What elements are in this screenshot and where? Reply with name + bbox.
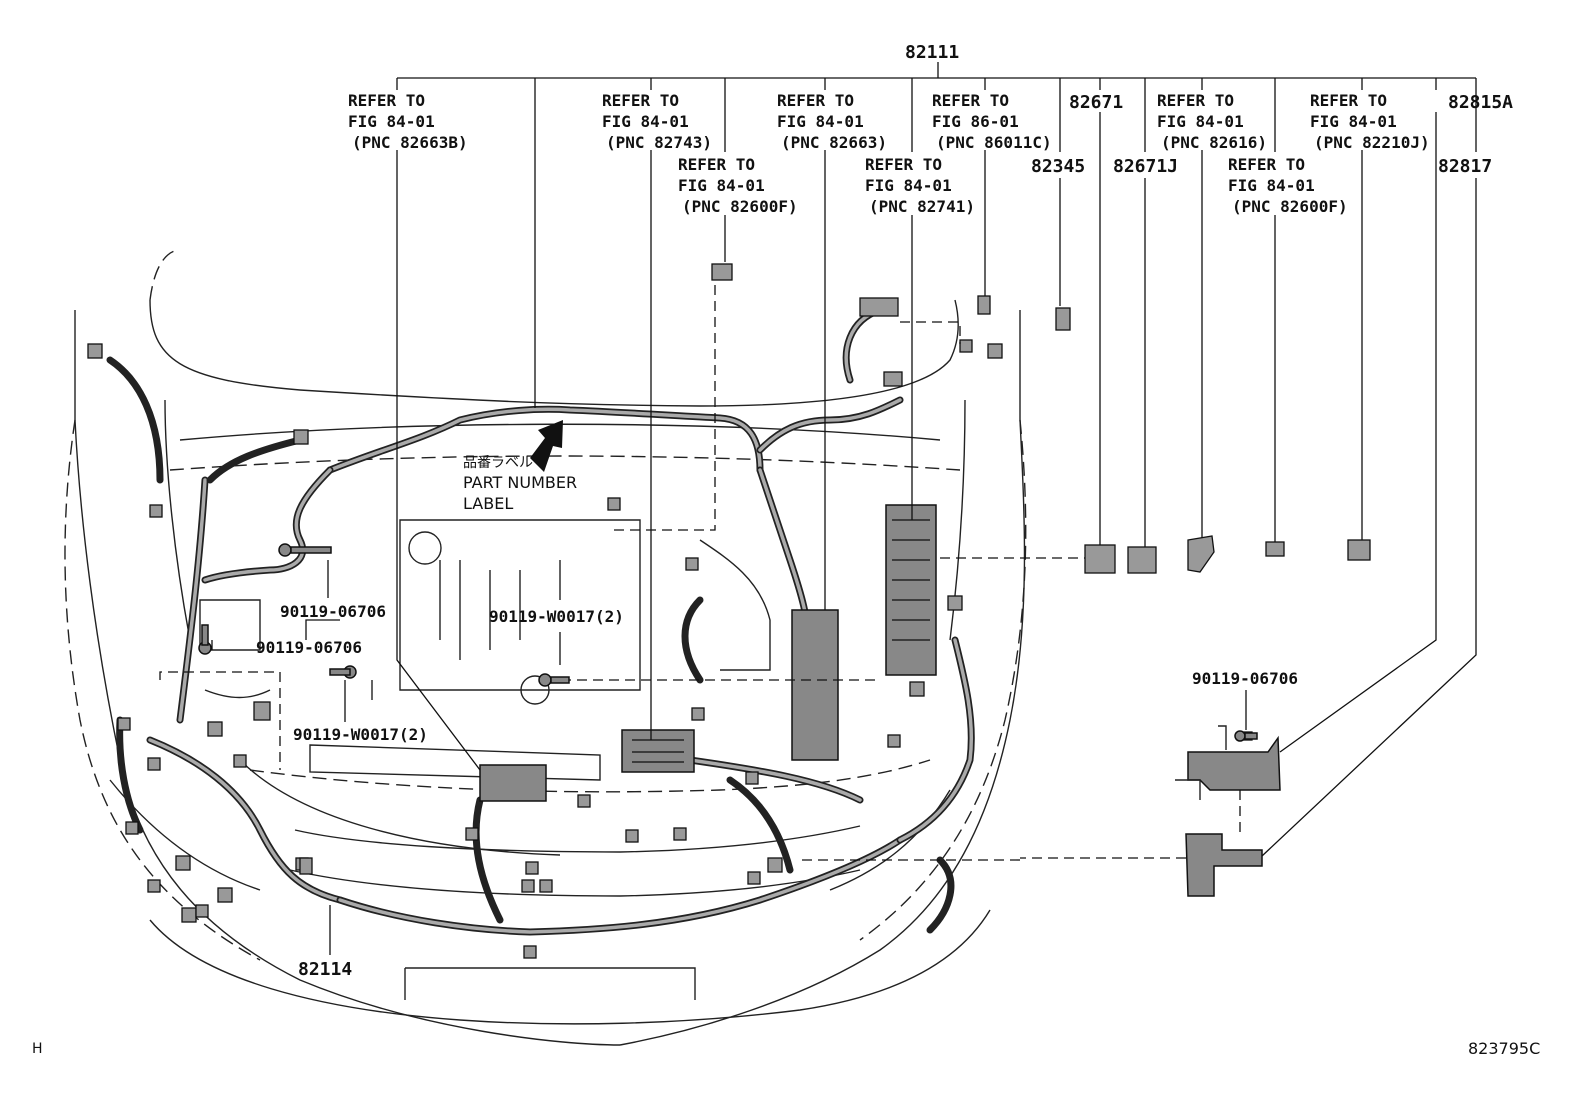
svg-text:REFER TO: REFER TO <box>932 91 1009 110</box>
figure-code: 823795C <box>1468 1039 1540 1058</box>
bolt-icon <box>198 624 212 655</box>
svg-text:REFER TO: REFER TO <box>1157 91 1234 110</box>
connectors <box>87 297 1003 959</box>
part-number-label-line1: PART NUMBER <box>463 473 577 492</box>
refer-callout-7: REFER TO FIG 84-01 (PNC 82616) <box>1157 91 1267 152</box>
pnc-82345: 82345 <box>1031 156 1085 177</box>
pnc-82817: 82817 <box>1438 156 1492 177</box>
svg-text:FIG 84-01: FIG 84-01 <box>1228 176 1315 195</box>
svg-text:REFER TO: REFER TO <box>348 91 425 110</box>
svg-text:(PNC 82600F): (PNC 82600F) <box>1232 197 1348 216</box>
svg-text:FIG 86-01: FIG 86-01 <box>932 112 1019 131</box>
bolt-icon <box>278 543 332 557</box>
svg-text:REFER TO: REFER TO <box>865 155 942 174</box>
bolt-label-1: 90119-06706 <box>280 602 386 621</box>
refer-callout-6: REFER TO FIG 84-01 (PNC 82741) <box>865 155 975 216</box>
svg-text:(PNC 82743): (PNC 82743) <box>606 133 712 152</box>
svg-text:FIG 84-01: FIG 84-01 <box>1310 112 1397 131</box>
svg-text:FIG 84-01: FIG 84-01 <box>777 112 864 131</box>
svg-text:REFER TO: REFER TO <box>602 91 679 110</box>
bolt-label-2: 90119-06706 <box>256 638 362 657</box>
bolt-label-5: 90119-06706 <box>1192 669 1298 688</box>
svg-text:FIG 84-01: FIG 84-01 <box>678 176 765 195</box>
bolt-label-3: 90119-W0017(2) <box>293 725 428 744</box>
relay-blocks <box>479 263 1371 802</box>
svg-text:(PNC 82600F): (PNC 82600F) <box>682 197 798 216</box>
footer-left-code: H <box>32 1041 43 1057</box>
svg-text:(PNC 82616): (PNC 82616) <box>1161 133 1267 152</box>
vehicle-body-outline <box>64 249 1027 1046</box>
pnc-82111: 82111 <box>905 42 959 63</box>
part-number-label-jp: 品番ラベル <box>463 455 533 471</box>
svg-text:REFER TO: REFER TO <box>777 91 854 110</box>
refer-callout-2: REFER TO FIG 84-01 (PNC 82743) <box>602 91 712 152</box>
pnc-82671J: 82671J <box>1113 156 1178 177</box>
svg-text:FIG 84-01: FIG 84-01 <box>348 112 435 131</box>
svg-text:REFER TO: REFER TO <box>1228 155 1305 174</box>
bolts <box>198 543 1258 742</box>
arrow-icon <box>530 420 563 472</box>
svg-text:(PNC 82663B): (PNC 82663B) <box>352 133 468 152</box>
svg-text:(PNC 86011C): (PNC 86011C) <box>936 133 1052 152</box>
svg-text:REFER TO: REFER TO <box>1310 91 1387 110</box>
refer-callout-1: REFER TO FIG 84-01 (PNC 82663B) <box>348 91 468 152</box>
bolt-icon <box>1234 730 1258 742</box>
bracket-assembly <box>1175 725 1281 897</box>
pnc-82815A: 82815A <box>1448 92 1513 113</box>
bolt-label-4: 90119-W0017(2) <box>489 607 624 626</box>
svg-text:FIG 84-01: FIG 84-01 <box>602 112 689 131</box>
pnc-82671: 82671 <box>1069 92 1123 113</box>
engine-room-harness <box>106 306 975 936</box>
callout-texts: 82111 REFER TO FIG 84-01 (PNC 82663B) RE… <box>32 42 1540 1058</box>
pnc-82114: 82114 <box>298 959 352 980</box>
svg-text:FIG 84-01: FIG 84-01 <box>865 176 952 195</box>
svg-text:REFER TO: REFER TO <box>678 155 755 174</box>
refer-callout-9: REFER TO FIG 84-01 (PNC 82600F) <box>1228 155 1348 216</box>
svg-text:FIG 84-01: FIG 84-01 <box>1157 112 1244 131</box>
svg-text:(PNC 82663): (PNC 82663) <box>781 133 887 152</box>
svg-text:(PNC 82210J): (PNC 82210J) <box>1314 133 1430 152</box>
refer-callout-5: REFER TO FIG 84-01 (PNC 82600F) <box>678 155 798 216</box>
leader-lines <box>159 62 1477 955</box>
refer-callout-4: REFER TO FIG 86-01 (PNC 86011C) <box>932 91 1052 152</box>
refer-callout-8: REFER TO FIG 84-01 (PNC 82210J) <box>1310 91 1430 152</box>
bolt-icon <box>538 673 570 687</box>
refer-callout-3: REFER TO FIG 84-01 (PNC 82663) <box>777 91 887 152</box>
svg-text:(PNC 82741): (PNC 82741) <box>869 197 975 216</box>
bolt-icon <box>329 665 357 679</box>
part-number-label-line2: LABEL <box>463 494 513 513</box>
